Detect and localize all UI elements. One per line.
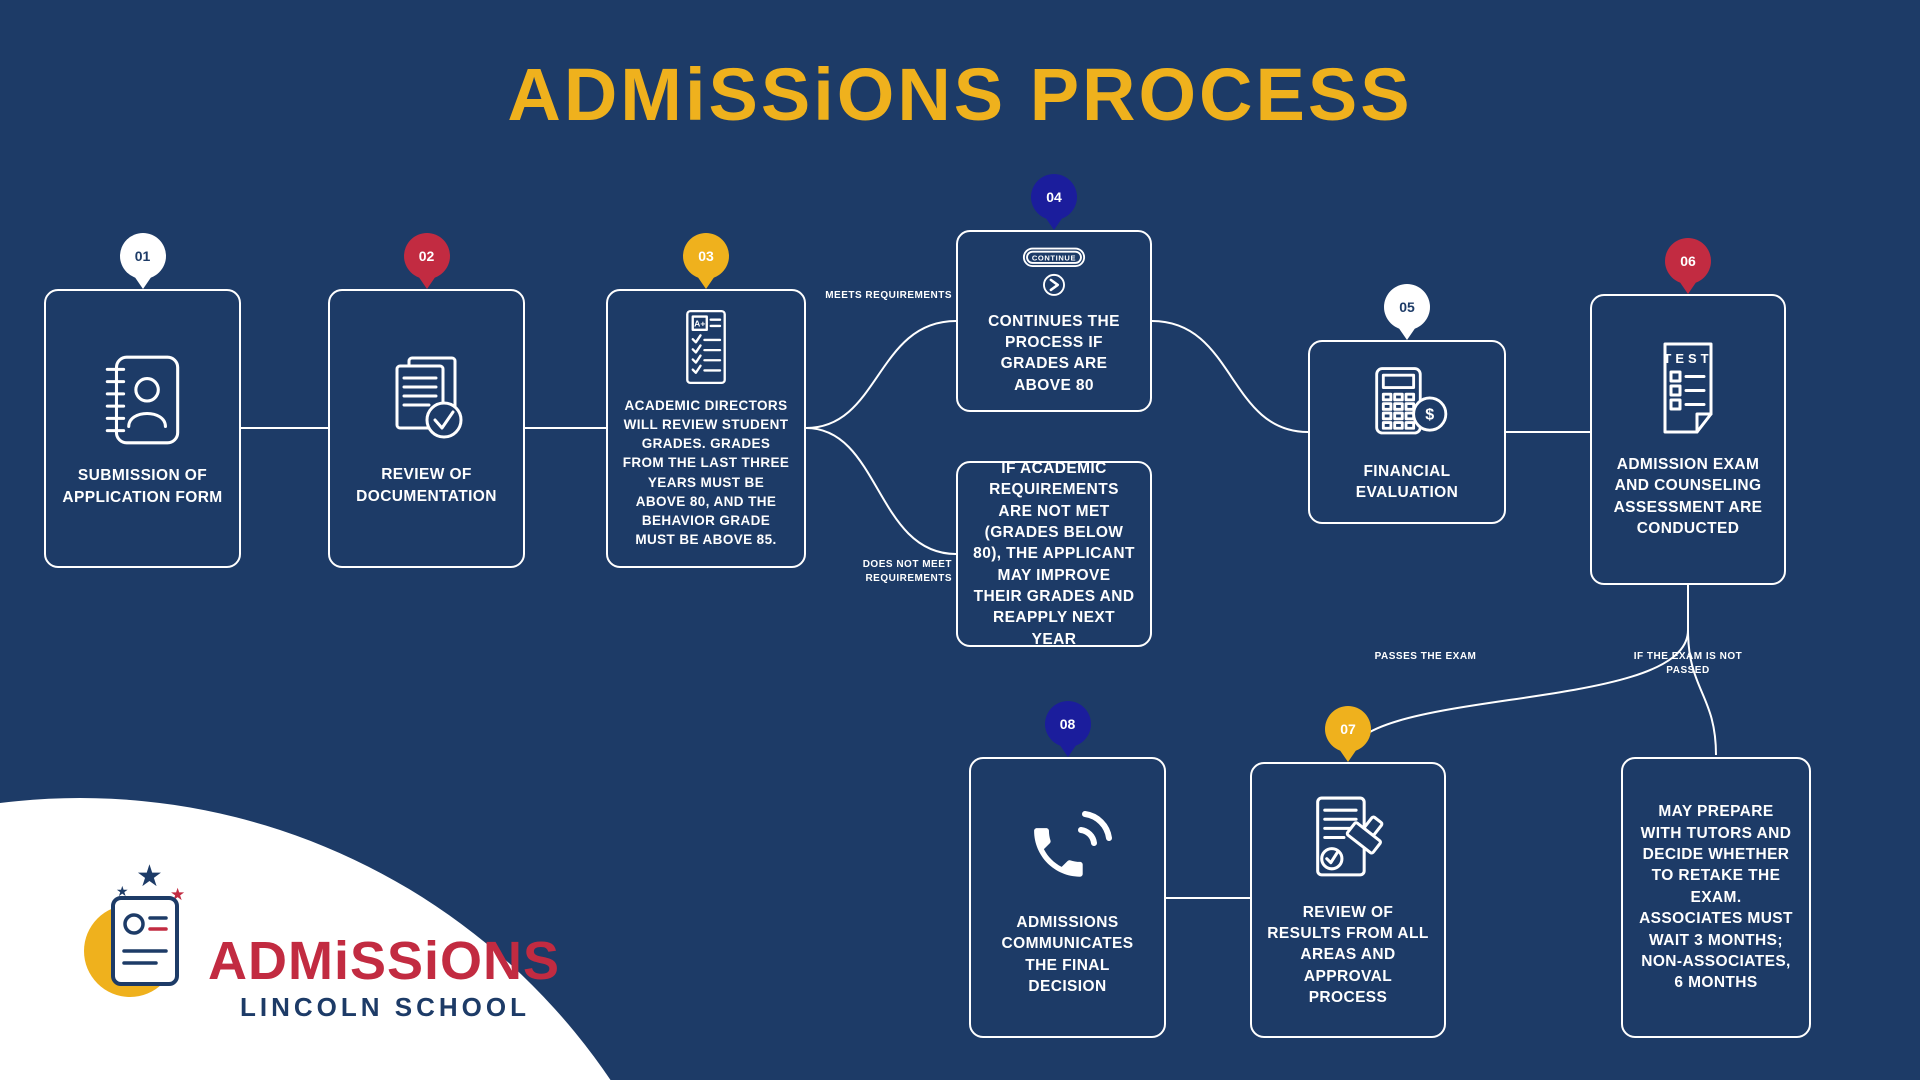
not-met-label: IF ACADEMIC REQUIREMENTS ARE NOT MET (GR… (973, 459, 1135, 648)
step-04-pin: 04 (1031, 174, 1077, 220)
step-07-pin: 07 (1325, 706, 1371, 752)
step-05-label: FINANCIAL EVALUATION (1355, 462, 1459, 501)
step-01-pin: 01 (119, 233, 166, 279)
step-01-card: 01 SUBMISSION OF APPLICATION FORM (44, 233, 241, 568)
logo-brand-text: ADMiSSiONS (208, 931, 561, 991)
step-01-number: 01 (134, 248, 151, 264)
step-06-pin: 06 (1665, 238, 1711, 284)
test-sheet-icon: TEST (1663, 342, 1713, 434)
step-04-label: CONTINUES THE PROCESS IF GRADES ARE ABOV… (988, 312, 1120, 394)
grade-report-icon: A+ (686, 309, 726, 384)
step-07-label: REVIEW OF RESULTS FROM ALL AREAS AND APP… (1267, 903, 1429, 1007)
documents-check-icon (395, 356, 462, 439)
step-08-card: 08 ADMISSIONS COMMUNICATES THE FINAL DEC… (969, 701, 1166, 1038)
step-08-label: ADMISSIONS COMMUNICATES THE FINAL DECISI… (1001, 913, 1134, 995)
not-passed-card: MAY PREPARE WITH TUTORS AND DECIDE WHETH… (1621, 757, 1811, 1038)
branch-label-passes: PASSES THE EXAM (1374, 651, 1477, 662)
not-passed-label: MAY PREPARE WITH TUTORS AND DECIDE WHETH… (1639, 803, 1793, 992)
application-card-icon (111, 896, 179, 986)
step-02-number: 02 (418, 248, 435, 264)
step-01-label: SUBMISSION OF APPLICATION FORM (62, 467, 223, 506)
star-icon: ★ (116, 883, 129, 899)
step-02-pin: 02 (403, 233, 450, 279)
logo-school-text: LINCOLN SCHOOL (240, 992, 530, 1022)
step-02-label: REVIEW OF DOCUMENTATION (356, 466, 497, 505)
connector-step3-step4 (805, 320, 957, 429)
branch-label-does-not-meet: DOES NOT MEET REQUIREMENTS (862, 559, 952, 584)
dollar-sign-text: $ (1425, 405, 1434, 423)
branch-label-meets: MEETS REQUIREMENTS (825, 290, 952, 301)
step-05-number: 05 (1399, 299, 1415, 315)
connector-step4-step5 (1151, 320, 1309, 433)
step-03-pin: 03 (683, 233, 729, 279)
step-03-number: 03 (698, 248, 714, 264)
calculator-dollar-icon: $ (1375, 366, 1448, 435)
branch-label-not-passed: IF THE EXAM IS NOT PASSED (1633, 651, 1743, 676)
step-03-label: ACADEMIC DIRECTORS WILL REVIEW STUDENT G… (622, 397, 790, 547)
star-icon: ★ (136, 860, 163, 893)
step-02-card: 02 REVIEW OF DOCUMENTATION (328, 233, 525, 568)
not-met-card: IF ACADEMIC REQUIREMENTS ARE NOT MET (GR… (956, 459, 1152, 648)
connector-step6-notpassed (1687, 629, 1717, 756)
step-06-number: 06 (1680, 253, 1696, 269)
continue-button-icon: CONTINUE (1022, 247, 1086, 296)
test-sheet-text: TEST (1663, 351, 1712, 366)
step-04-card: 04 CONTINUE CONTINUES THE PROCESS IF GRA… (956, 174, 1152, 412)
step-04-number: 04 (1046, 189, 1062, 205)
approval-stamp-icon (1316, 796, 1384, 876)
notebook-person-icon (105, 355, 179, 445)
page-title: ADMiSSiONS PROCESS (507, 53, 1413, 136)
step-06-label: ADMISSION EXAM AND COUNSELING ASSESSMENT… (1613, 455, 1763, 537)
step-06-card: 06 TEST ADMISSION EXAM AND COUNSELING AS… (1590, 238, 1786, 585)
connector-step3-notmet (805, 427, 957, 555)
grade-a-plus-text: A+ (694, 319, 705, 329)
step-05-pin: 05 (1384, 284, 1430, 330)
step-07-number: 07 (1340, 721, 1356, 737)
step-08-pin: 08 (1044, 701, 1091, 747)
continue-button-text: CONTINUE (1032, 253, 1076, 262)
phone-call-icon (1033, 810, 1112, 877)
step-08-number: 08 (1059, 716, 1076, 732)
step-07-card: 07 REVIEW OF RESULTS FROM ALL AREAS AND … (1250, 706, 1446, 1038)
step-05-card: 05 $ FINANCIAL EVALUATION (1308, 284, 1506, 524)
step-03-card: 03 A+ ACADEMIC DIRECTORS WILL REVIEW STU… (606, 233, 806, 568)
